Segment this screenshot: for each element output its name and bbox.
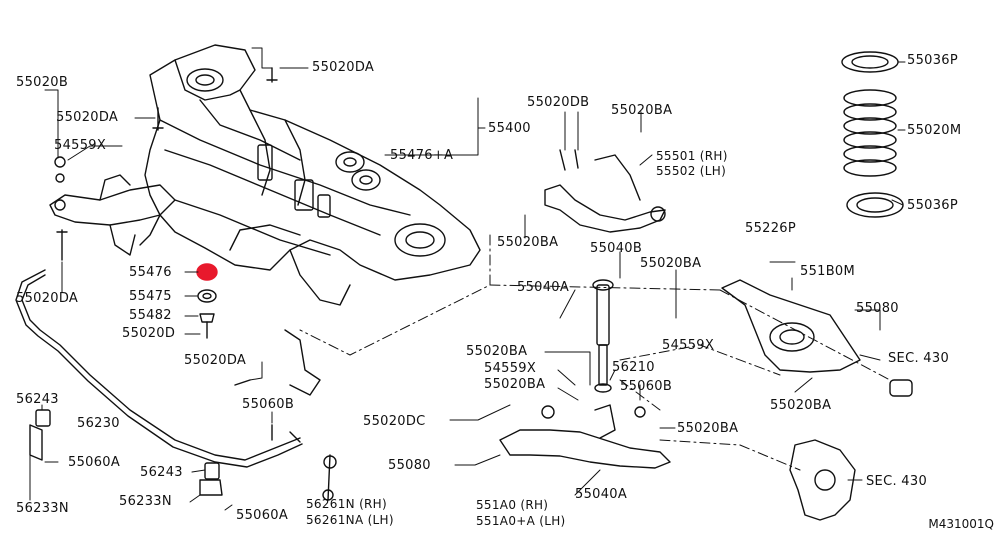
mount-stack: [196, 263, 218, 339]
label-56230: 56230: [77, 416, 120, 431]
stabilizer-link-56261n: [289, 431, 337, 501]
label-sec430-b: SEC. 430: [866, 474, 928, 489]
label-551b0m: 551B0M: [800, 264, 856, 279]
lower-link-551b0m: [721, 279, 913, 397]
left-link-bracket: [49, 174, 176, 256]
label-551a0a: 551A0+A (LH): [476, 514, 566, 528]
label-55040a-top: 55040A: [517, 280, 570, 295]
bushings-55476a: [335, 151, 381, 191]
label-55020db: 55020DB: [527, 95, 590, 110]
label-sec430-a: SEC. 430: [888, 351, 950, 366]
label-55482: 55482: [129, 308, 172, 323]
label-54559x-r: 54559X: [662, 338, 715, 353]
shock-absorber-56210: [592, 279, 614, 393]
label-56233n: 56233N: [16, 501, 69, 516]
label-55020da-mid: 55020DA: [184, 353, 247, 368]
label-55060a-a: 55060A: [68, 455, 121, 470]
label-55020b: 55020B: [16, 75, 69, 90]
label-54559x-mid: 54559X: [484, 361, 537, 376]
reference-code: M431001Q: [928, 517, 994, 531]
label-55400: 55400: [488, 121, 531, 136]
label-55080-r: 55080: [856, 301, 899, 316]
label-55020da-top: 55020DA: [312, 60, 375, 75]
label-55040b: 55040B: [590, 241, 643, 256]
label-55020ba-mid2: 55020BA: [484, 377, 546, 392]
label-56261na: 56261NA (LH): [306, 513, 394, 527]
label-55036p-top: 55036P: [907, 53, 958, 68]
label-55020ba-shock: 55020BA: [466, 344, 528, 359]
label-55475: 55475: [129, 289, 172, 304]
label-55080-l: 55080: [388, 458, 431, 473]
label-55020ba-mid: 55020BA: [497, 235, 559, 250]
label-55060b-l: 55060B: [242, 397, 295, 412]
label-56243-bot: 56243: [140, 465, 183, 480]
label-56233n-b: 56233N: [119, 494, 172, 509]
label-551a0: 551A0 (RH): [476, 498, 549, 512]
coil-spring-55020m: [841, 51, 904, 218]
label-56210: 56210: [612, 360, 655, 375]
label-55226p: 55226P: [745, 221, 796, 236]
label-56243-top: 56243: [16, 392, 59, 407]
label-55060a-b: 55060A: [236, 508, 289, 523]
upper-arm-55501: [544, 149, 666, 233]
leader-lines: [29, 47, 906, 511]
label-55020ba-br: 55020BA: [770, 398, 832, 413]
knuckle-sec430: [789, 439, 856, 521]
label-55036p-bot: 55036P: [907, 198, 958, 213]
label-54559x-left: 54559X: [54, 138, 107, 153]
label-55020da-lower: 55020DA: [16, 291, 79, 306]
label-56261n: 56261N (RH): [306, 497, 387, 511]
label-55501: 55501 (RH): [656, 149, 728, 163]
label-55476: 55476: [129, 265, 172, 280]
label-55060b-r: 55060B: [620, 379, 673, 394]
mount-insulator-55476-highlight: [196, 263, 218, 281]
label-55020ba-arm: 55020BA: [677, 421, 739, 436]
label-55476a: 55476+A: [390, 148, 454, 163]
bolts: [54, 67, 278, 441]
label-55020d: 55020D: [122, 326, 176, 341]
label-55040a-bot: 55040A: [575, 487, 628, 502]
lower-arm-551a0: [499, 404, 671, 469]
label-55502: 55502 (LH): [656, 164, 727, 178]
label-55020dc: 55020DC: [363, 414, 426, 429]
label-55020ba-top: 55020BA: [611, 103, 673, 118]
dashdot-lines: [299, 234, 891, 471]
label-55020da-left: 55020DA: [56, 110, 119, 125]
stabilizer-bar-56230: [15, 269, 303, 496]
label-55020m: 55020M: [907, 123, 962, 138]
subframe-55400: [139, 44, 481, 396]
label-55020ba-r: 55020BA: [640, 256, 702, 271]
